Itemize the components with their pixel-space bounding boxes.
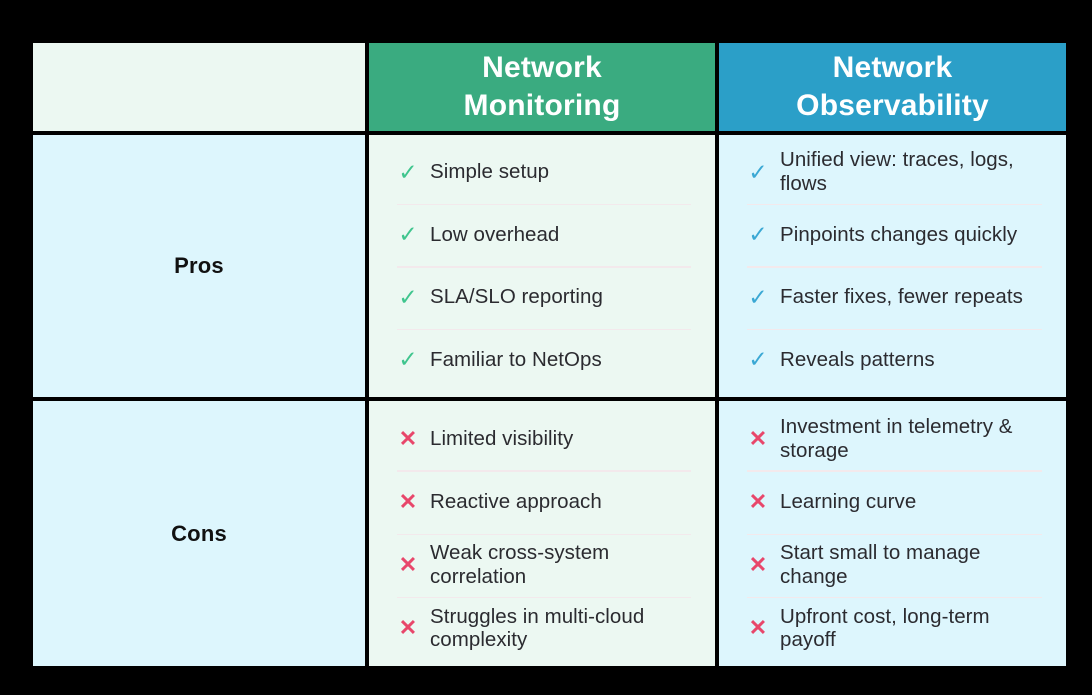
check-icon: ✓: [748, 346, 768, 373]
check-icon: ✓: [398, 158, 418, 185]
list-item-label: Reveals patterns: [780, 347, 935, 371]
cross-icon: ✕: [398, 425, 418, 451]
check-icon: ✓: [748, 158, 768, 185]
list-item: ✓ Pinpoints changes quickly: [739, 203, 1050, 267]
check-icon: ✓: [398, 346, 418, 373]
list-item-label: Weak cross-system correlation: [430, 541, 610, 589]
pros-monitoring-cell: ✓ Simple setup ✓ Low overhead ✓ SLA/SLO …: [369, 135, 715, 397]
pros-monitoring-list: ✓ Simple setup ✓ Low overhead ✓ SLA/SLO …: [369, 135, 715, 397]
check-icon: ✓: [398, 283, 418, 310]
list-item: ✕ Investment in telemetry & storage: [739, 407, 1050, 470]
cross-icon: ✕: [748, 488, 768, 514]
list-item-label: Reactive approach: [430, 489, 602, 513]
list-item: ✕ Reactive approach: [389, 470, 699, 533]
header-network-monitoring: Network Monitoring: [369, 43, 715, 131]
list-item-label: Limited visibility: [430, 426, 574, 450]
header-corner-cell: [33, 43, 365, 131]
list-item-label: Familiar to NetOps: [430, 347, 602, 371]
list-item: ✕ Limited visibility: [389, 407, 699, 470]
check-icon: ✓: [748, 221, 768, 248]
list-item-label: Upfront cost, long-term payoff: [780, 604, 990, 652]
list-item-label: Simple setup: [430, 160, 550, 184]
list-item-label: Pinpoints changes quickly: [780, 222, 1018, 246]
row-label-cons: Cons: [33, 401, 365, 666]
list-item: ✓ Simple setup: [389, 141, 699, 204]
row-label-pros: Pros: [33, 135, 365, 397]
list-item-label: Low overhead: [430, 222, 560, 246]
list-item: ✕ Weak cross-system correlation: [389, 533, 699, 597]
check-icon: ✓: [748, 283, 768, 310]
list-item: ✕ Learning curve: [739, 470, 1050, 533]
list-item: ✕ Upfront cost, long-term payoff: [739, 596, 1050, 660]
list-item: ✓ SLA/SLO reporting: [389, 266, 699, 329]
list-item: ✓ Faster fixes, fewer repeats: [739, 266, 1050, 329]
cross-icon: ✕: [748, 425, 768, 451]
cons-monitoring-cell: ✕ Limited visibility ✕ Reactive approach…: [369, 401, 715, 666]
list-item-label: Learning curve: [780, 489, 917, 513]
list-item: ✓ Reveals patterns: [739, 328, 1050, 392]
list-item-label: Investment in telemetry & storage: [780, 414, 1013, 462]
list-item: ✓ Familiar to NetOps: [389, 328, 699, 392]
list-item-label: Faster fixes, fewer repeats: [780, 285, 1023, 309]
list-item-label: SLA/SLO reporting: [430, 285, 603, 309]
cons-observability-cell: ✕ Investment in telemetry & storage ✕ Le…: [719, 401, 1066, 666]
pros-observability-cell: ✓ Unified view: traces, logs, flows ✓ Pi…: [719, 135, 1066, 397]
list-item-label: Start small to manage change: [780, 541, 981, 589]
list-item: ✓ Low overhead: [389, 203, 699, 267]
check-icon: ✓: [398, 221, 418, 248]
cons-observability-list: ✕ Investment in telemetry & storage ✕ Le…: [719, 401, 1066, 666]
list-item: ✕ Start small to manage change: [739, 533, 1050, 597]
header-network-observability: Network Observability: [719, 43, 1066, 131]
header-network-observability-label: Network Observability: [796, 50, 989, 122]
cross-icon: ✕: [398, 488, 418, 514]
cross-icon: ✕: [398, 552, 418, 578]
pros-observability-list: ✓ Unified view: traces, logs, flows ✓ Pi…: [719, 135, 1066, 397]
cross-icon: ✕: [398, 615, 418, 641]
cross-icon: ✕: [748, 615, 768, 641]
list-item: ✓ Unified view: traces, logs, flows: [739, 141, 1050, 204]
comparison-table: Network Monitoring Network Observability…: [33, 43, 1066, 666]
list-item-label: Unified view: traces, logs, flows: [780, 148, 1014, 196]
list-item-label: Struggles in multi-cloud complexity: [430, 604, 645, 652]
cons-monitoring-list: ✕ Limited visibility ✕ Reactive approach…: [369, 401, 715, 666]
cross-icon: ✕: [748, 552, 768, 578]
list-item: ✕ Struggles in multi-cloud complexity: [389, 596, 699, 660]
header-network-monitoring-label: Network Monitoring: [463, 50, 621, 122]
